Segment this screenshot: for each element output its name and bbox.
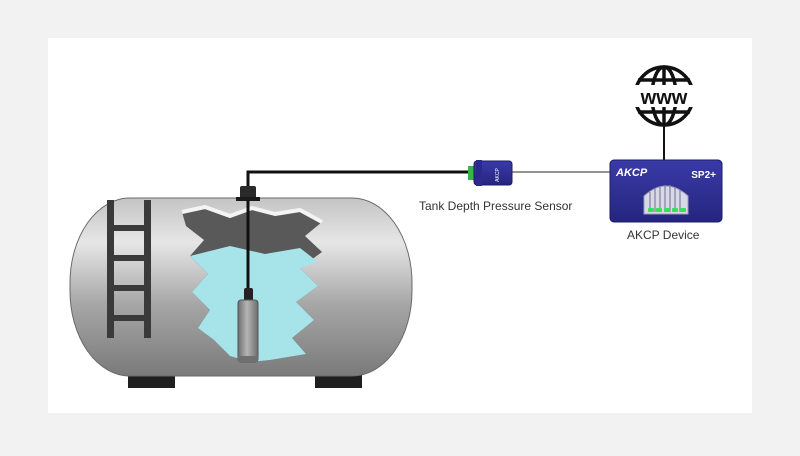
device-brand-text: AKCP [615, 167, 648, 179]
akcp-device: AKCP SP2+ [609, 159, 723, 223]
sensor-housing [473, 160, 513, 186]
cable-gland [240, 186, 256, 200]
ladder-icon [107, 200, 151, 338]
sensor-cable-top [246, 170, 472, 186]
globe-text: www [640, 87, 688, 109]
sensor-flange [476, 160, 482, 186]
device-grille-vents [649, 185, 681, 212]
sensor-connector [468, 166, 474, 180]
device-label: AKCP Device [627, 228, 700, 242]
sensor-label: Tank Depth Pressure Sensor [419, 199, 573, 213]
globe-icon: www [629, 65, 699, 127]
cable-gland-base [236, 197, 260, 201]
tank-depth-sensor-box: AKCP [468, 160, 513, 186]
sensor-brand-text: AKCP [495, 168, 501, 182]
device-model-text: SP2+ [691, 170, 716, 181]
pressure-probe-icon [237, 288, 259, 363]
tank-cutaway-edge [181, 205, 323, 224]
device-status-leds [648, 208, 686, 212]
